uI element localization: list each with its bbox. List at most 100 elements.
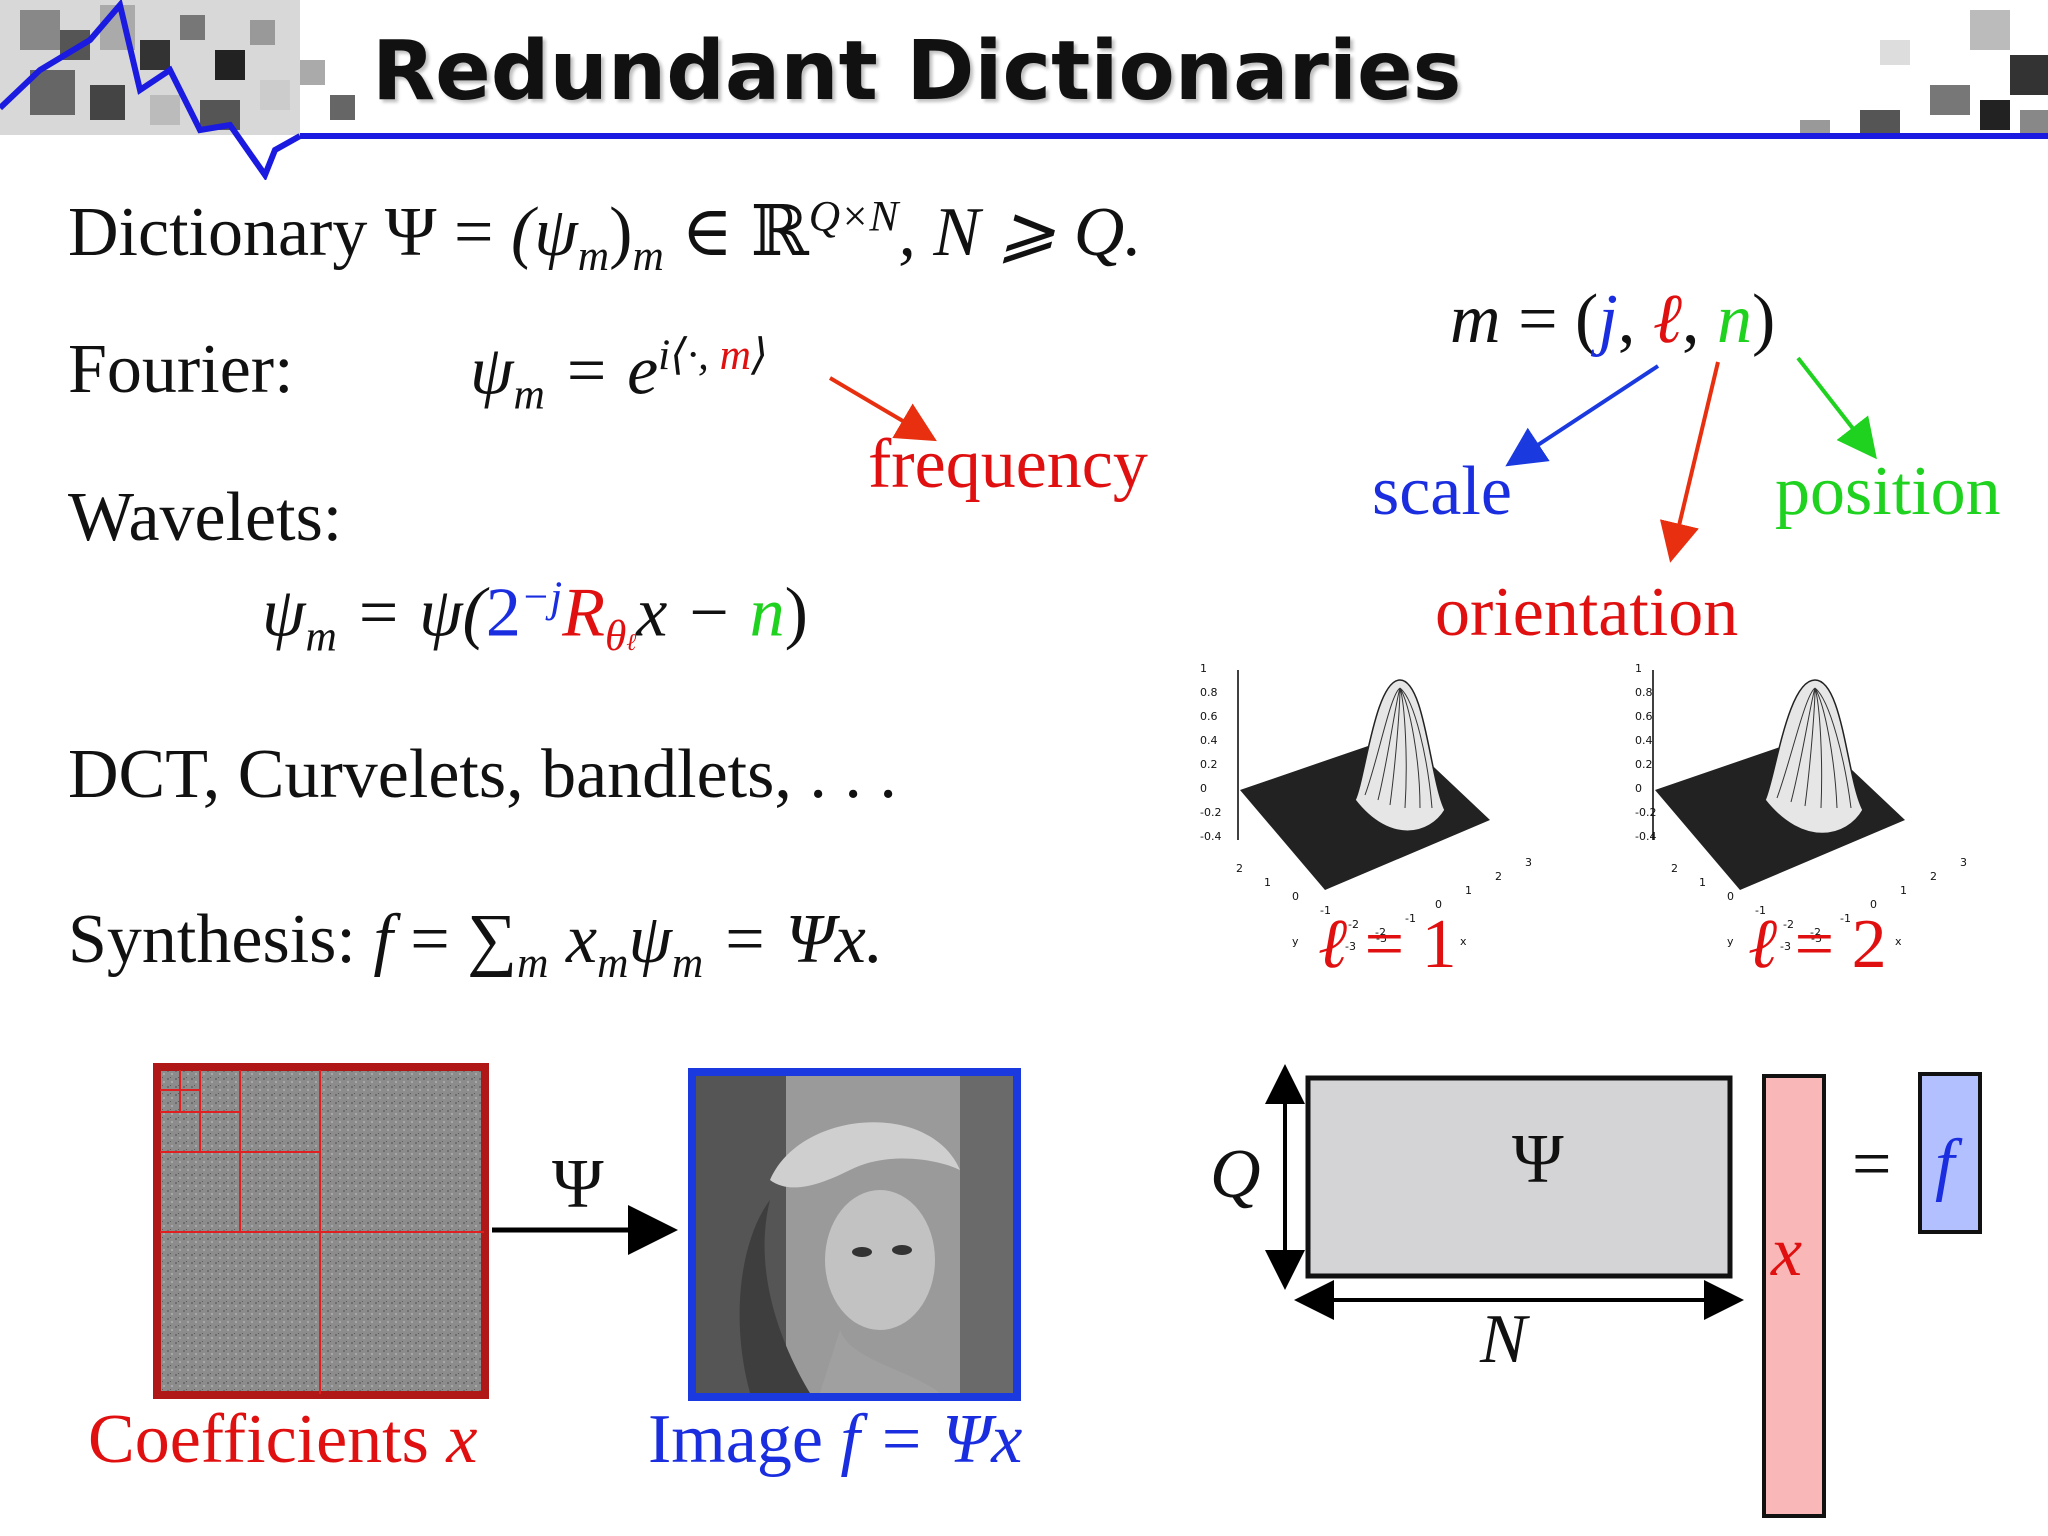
wavelets-R-subsub: ℓ xyxy=(626,630,637,657)
plot1-xtick: -1 xyxy=(1405,912,1416,925)
dictionary-sup: Q×N xyxy=(808,192,899,241)
matrix-x-label: x xyxy=(1771,1214,1803,1291)
plot2-xtick: 2 xyxy=(1930,870,1937,883)
matrix-eq: = xyxy=(1852,1126,1892,1203)
index-eq: = ( xyxy=(1518,281,1599,358)
wavelets-exp: −j xyxy=(520,573,563,621)
fourier-sup-m: m xyxy=(719,331,752,379)
plot2-xtick: 3 xyxy=(1960,856,1967,869)
plot2-ytick2: 1 xyxy=(1699,876,1706,889)
lena-image xyxy=(688,1068,1021,1401)
index-j: j xyxy=(1598,281,1618,358)
coefficients-image xyxy=(153,1063,489,1399)
plot2-ytick: 0.2 xyxy=(1635,758,1653,771)
synthesis-sum: ∑ xyxy=(467,901,518,978)
matrix-Q-label: Q xyxy=(1210,1136,1261,1213)
dictionary-cond: , N ⩾ Q. xyxy=(898,194,1142,271)
plot1-ytick: 0.8 xyxy=(1200,686,1218,699)
orientation-label: orientation xyxy=(1435,574,1739,651)
plot2-ytick2: 2 xyxy=(1671,862,1678,875)
wavelets-formula: ψm = ψ(2−jRθℓx − n) xyxy=(262,572,808,661)
image-caption: Image f = Ψx xyxy=(648,1400,1022,1480)
fourier-sub: m xyxy=(513,370,545,419)
image-caption-text: Image xyxy=(648,1401,823,1478)
plot2-ytick2: -3 xyxy=(1811,932,1822,945)
annotation-arrows xyxy=(828,356,1877,563)
plot1-ytick2: -1 xyxy=(1320,904,1331,917)
synthesis-formula: Synthesis: f = ∑m xmψm = Ψx. xyxy=(68,900,883,988)
pixel-mosaic-right xyxy=(1800,10,2048,138)
x-vector xyxy=(1762,1074,1826,1518)
wavelets-two: 2 xyxy=(485,574,521,652)
plot1-axis-x-label: x xyxy=(1460,935,1467,948)
position-label: position xyxy=(1775,453,2001,530)
plot2-xtick: 1 xyxy=(1900,884,1907,897)
plot2-mesh xyxy=(1776,687,1852,809)
position-arrow xyxy=(1796,356,1877,460)
dictionary-sub-m: m xyxy=(577,232,610,280)
orientation-arrow xyxy=(1659,361,1720,563)
fourier-sup-a: i⟨·, xyxy=(658,331,720,379)
plot2-xtick: -3 xyxy=(1780,940,1791,953)
plot2-ytick: -0.2 xyxy=(1635,806,1657,819)
synthesis-f: f xyxy=(373,901,393,978)
index-l: ℓ xyxy=(1652,281,1682,358)
wavelets-R: R xyxy=(562,574,605,652)
plot2-ytick2: 0 xyxy=(1727,890,1734,903)
plot1-ytick: 0 xyxy=(1200,782,1207,795)
plot2-ytick: -0.4 xyxy=(1635,830,1657,843)
wavelets-psi: ψ xyxy=(262,574,306,652)
wavelets-label: Wavelets: xyxy=(68,479,343,556)
wavelet-surface-plots xyxy=(1237,670,1905,890)
dictionary-definition: Dictionary Ψ = (ψm)m ∈ ℝQ×N, N ⩾ Q. xyxy=(68,190,1142,281)
coefficients-caption: Coefficients x xyxy=(88,1400,477,1480)
scale-label: scale xyxy=(1372,453,1512,530)
plot1-ytick2: 0 xyxy=(1292,890,1299,903)
plot2-label: ℓ = 2 xyxy=(1748,905,1887,985)
plot2-ytick: 0.4 xyxy=(1635,734,1653,747)
index-c2: , xyxy=(1681,281,1700,358)
plot2-ytick: 0 xyxy=(1635,782,1642,795)
synthesis-x: x xyxy=(566,901,598,978)
dictionary-close: ) xyxy=(609,194,633,271)
arrow-psi-label: Ψ xyxy=(552,1146,604,1223)
wavelets-R-sub: θ xyxy=(604,612,627,661)
plot1-ytick2: 1 xyxy=(1264,876,1271,889)
plot1-ytick2: 2 xyxy=(1236,862,1243,875)
plot2-axis-x-label: x xyxy=(1895,935,1902,948)
surface-plot-2 xyxy=(1652,670,1905,890)
plot2-ytick2: -2 xyxy=(1783,918,1794,931)
matrix-N-label: N xyxy=(1480,1301,1527,1378)
synthesis-x-sub: m xyxy=(597,939,629,987)
plot1-ytick: 0.6 xyxy=(1200,710,1218,723)
synthesis-eq1: = xyxy=(410,901,450,978)
plot2-ytick2: -1 xyxy=(1755,904,1766,917)
plot1-ytick: 1 xyxy=(1200,662,1207,675)
plot2-axis-y-label: y xyxy=(1727,935,1734,948)
f-vector xyxy=(1918,1072,1982,1234)
other-dictionaries: DCT, Curvelets, bandlets, . . . xyxy=(68,736,897,813)
dictionary-label: Dictionary xyxy=(68,194,368,271)
plot2-xtick: 0 xyxy=(1870,898,1877,911)
dictionary-lhs: (ψ xyxy=(511,194,578,271)
synthesis-label: Synthesis: xyxy=(68,901,356,978)
image-caption-eq: f = Ψx xyxy=(840,1401,1023,1478)
scale-arrow xyxy=(1505,364,1660,467)
fourier-formula: ψm = ei⟨·, m⟩ xyxy=(470,330,768,419)
plot2-xtick: -2 xyxy=(1810,926,1821,939)
fourier-psi: ψ xyxy=(470,332,514,410)
plot1-label: ℓ = 1 xyxy=(1318,905,1457,985)
header-decoration xyxy=(0,0,2048,180)
plot1-peak xyxy=(1354,679,1446,832)
plot1-surface-base xyxy=(1240,735,1490,890)
psi-matrix xyxy=(1305,1075,1733,1279)
frequency-arrow xyxy=(828,376,937,442)
plot1-ytick: 0.4 xyxy=(1200,734,1218,747)
plot1-xtick: 1 xyxy=(1465,884,1472,897)
plot1-ytick: -0.2 xyxy=(1200,806,1222,819)
dictionary-eq: = xyxy=(454,194,494,271)
dictionary-in: ∈ ℝ xyxy=(681,194,809,271)
fourier-sup-b: ⟩ xyxy=(751,331,768,379)
plot1-xtick: 0 xyxy=(1435,898,1442,911)
wavelets-eq: = ψ( xyxy=(354,574,486,652)
